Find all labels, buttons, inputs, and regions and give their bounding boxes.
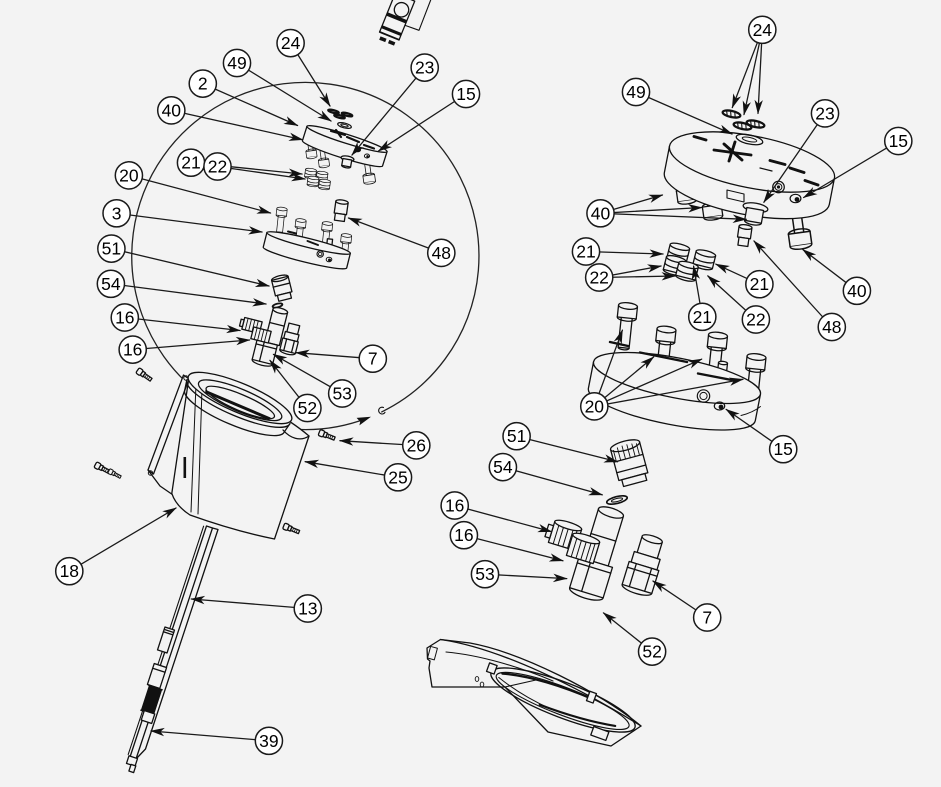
svg-text:16: 16: [445, 496, 464, 516]
svg-text:52: 52: [298, 398, 317, 418]
svg-text:51: 51: [102, 239, 121, 259]
svg-text:48: 48: [822, 317, 841, 337]
svg-text:48: 48: [432, 243, 451, 263]
svg-text:26: 26: [407, 435, 426, 455]
svg-text:16: 16: [115, 308, 134, 328]
svg-text:13: 13: [298, 599, 317, 619]
svg-text:49: 49: [626, 82, 645, 102]
svg-text:54: 54: [101, 274, 121, 294]
svg-text:22: 22: [589, 268, 608, 288]
svg-text:51: 51: [507, 426, 526, 446]
svg-text:20: 20: [585, 396, 605, 416]
svg-text:24: 24: [281, 33, 301, 53]
svg-text:24: 24: [753, 20, 773, 40]
svg-text:25: 25: [388, 467, 407, 487]
svg-text:7: 7: [368, 349, 378, 369]
svg-text:21: 21: [181, 153, 200, 173]
svg-text:49: 49: [227, 53, 246, 73]
svg-text:15: 15: [773, 439, 792, 459]
svg-text:22: 22: [208, 157, 227, 177]
svg-text:15: 15: [456, 84, 475, 104]
svg-text:53: 53: [332, 384, 351, 404]
svg-text:20: 20: [119, 165, 139, 185]
svg-text:7: 7: [702, 608, 712, 628]
svg-text:18: 18: [60, 561, 79, 581]
svg-text:16: 16: [454, 525, 473, 545]
svg-text:23: 23: [415, 58, 434, 78]
svg-text:21: 21: [576, 242, 595, 262]
svg-text:54: 54: [493, 457, 513, 477]
svg-text:3: 3: [112, 203, 122, 223]
svg-text:40: 40: [591, 203, 611, 223]
svg-text:40: 40: [847, 281, 867, 301]
svg-text:39: 39: [259, 731, 278, 751]
svg-text:15: 15: [889, 131, 908, 151]
svg-text:16: 16: [123, 340, 142, 360]
svg-text:40: 40: [162, 100, 182, 120]
svg-text:52: 52: [642, 642, 661, 662]
svg-text:22: 22: [746, 310, 765, 330]
svg-text:21: 21: [750, 274, 769, 294]
svg-text:53: 53: [475, 564, 494, 584]
svg-text:21: 21: [693, 307, 712, 327]
svg-text:23: 23: [815, 103, 834, 123]
svg-text:2: 2: [198, 74, 208, 94]
